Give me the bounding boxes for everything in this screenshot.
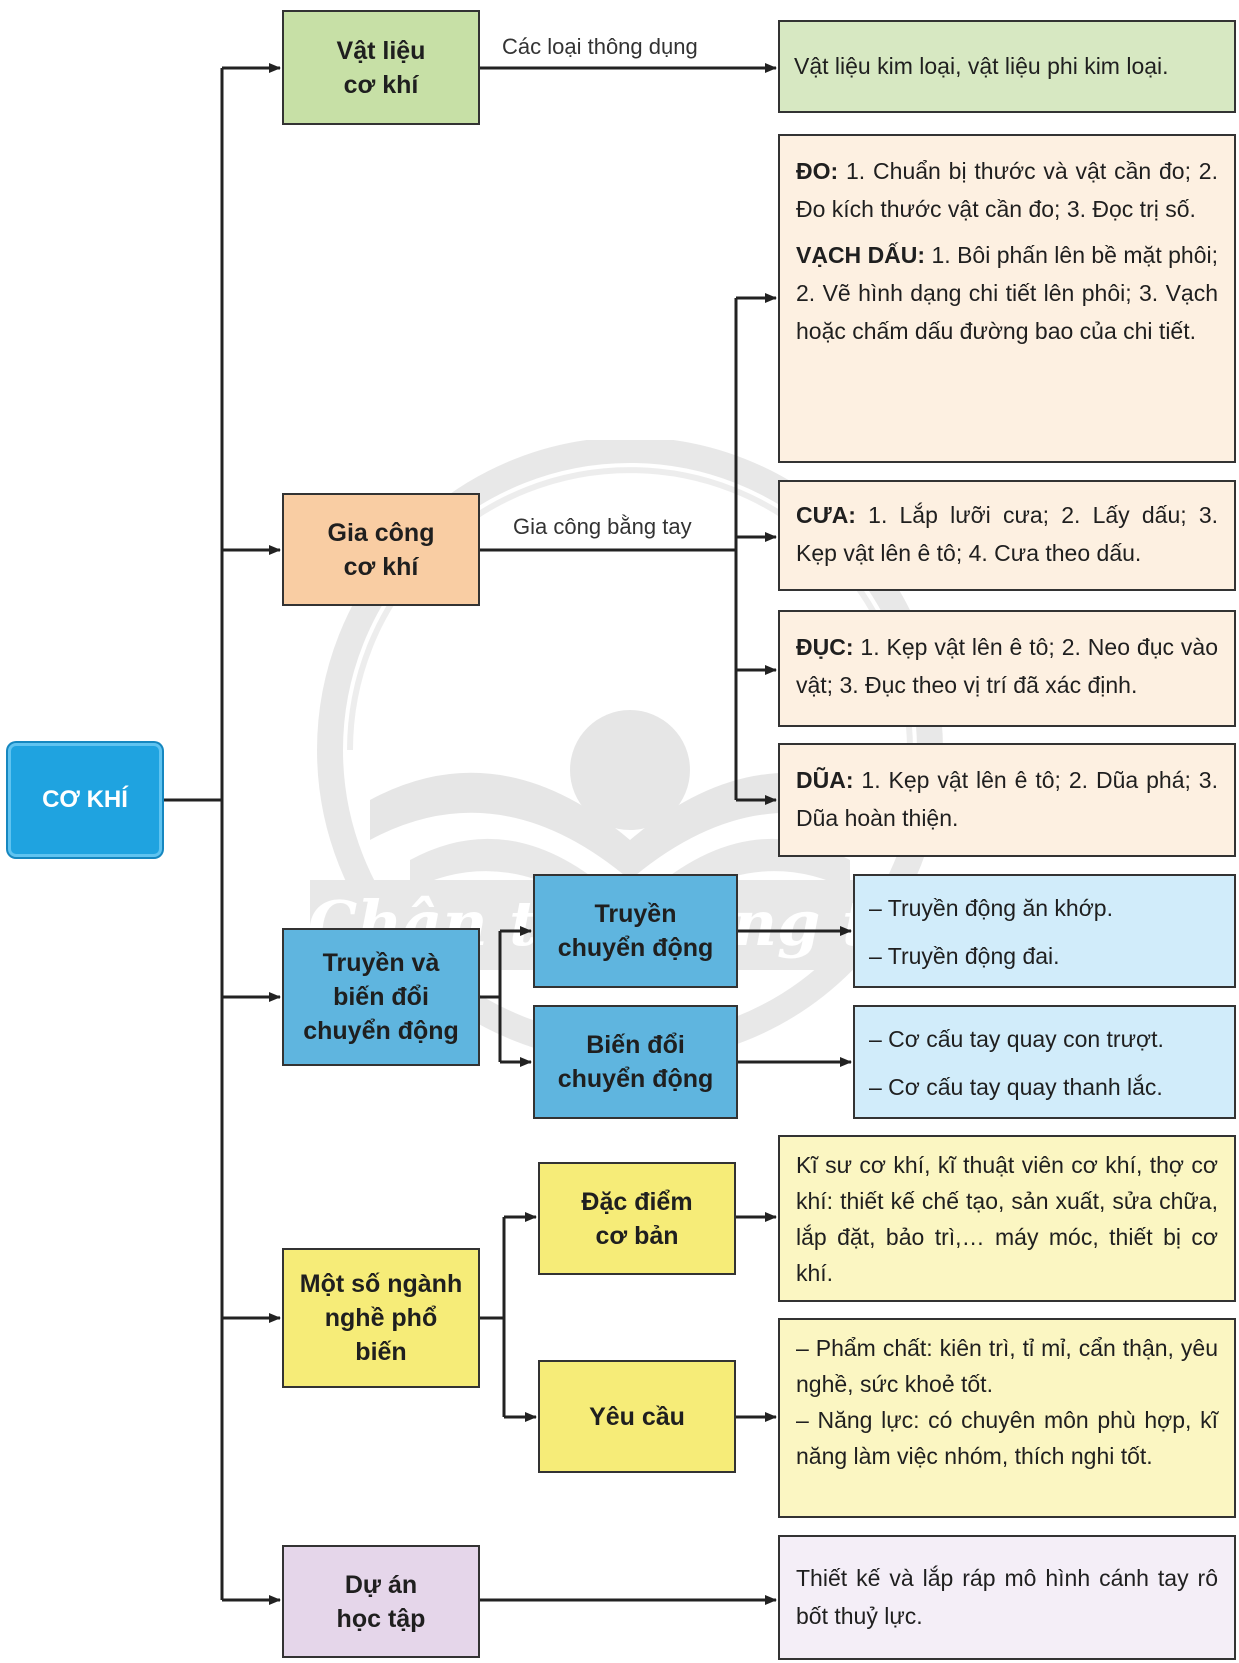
- node-truyen-chuyen-dong-title: Truyền chuyển động: [557, 900, 714, 962]
- root-label: CƠ KHÍ: [42, 786, 128, 813]
- step-vach-dau-name: VẠCH DẤU:: [796, 242, 926, 268]
- detail-truyen-chuyen-dong: – Truyền động ăn khớp. – Truyền động đai…: [853, 874, 1236, 988]
- detail-bien-doi-line-2: – Cơ cấu tay quay thanh lắc.: [869, 1074, 1163, 1100]
- node-yeu-cau: Yêu cầu: [538, 1360, 736, 1473]
- node-truyen-va-bien-doi: Truyền và biến đổi chuyển động: [282, 928, 480, 1066]
- step-do-text: 1. Chuẩn bị thước và vật cần đo; 2. Đo k…: [796, 158, 1218, 222]
- node-bien-doi-chuyen-dong: Biến đổi chuyển động: [533, 1005, 738, 1119]
- root-node: CƠ KHÍ: [8, 743, 162, 857]
- detail-yeu-cau: – Phẩm chất: kiên trì, tỉ mỉ, cẩn thận, …: [778, 1318, 1236, 1518]
- step-duc-name: ĐỤC:: [796, 634, 854, 660]
- node-gia-cong-co-khi: Gia công cơ khí: [282, 493, 480, 606]
- step-do: ĐO: 1. Chuẩn bị thước và vật cần đo; 2. …: [796, 152, 1218, 228]
- step-duc-text: 1. Kẹp vật lên ê tô; 2. Neo đục vào vật;…: [796, 634, 1218, 698]
- detail-truyen-line-2: – Truyền động đai.: [869, 943, 1060, 969]
- detail-dua: DŨA: 1. Kẹp vật lên ê tô; 2. Dũa phá; 3.…: [778, 743, 1236, 857]
- edge-label-gia-cong-bang-tay: Gia công bằng tay: [513, 514, 692, 539]
- detail-duc: ĐỤC: 1. Kẹp vật lên ê tô; 2. Neo đục vào…: [778, 610, 1236, 727]
- detail-vat-lieu-text: Vật liệu kim loại, vật liệu phi kim loại…: [794, 53, 1169, 79]
- detail-yeu-cau-line-1: – Phẩm chất: kiên trì, tỉ mỉ, cẩn thận, …: [796, 1335, 1218, 1397]
- node-du-an-title: Dự án học tập: [336, 1570, 426, 1633]
- detail-truyen-line-1: – Truyền động ăn khớp.: [869, 895, 1113, 921]
- node-bien-doi-chuyen-dong-title: Biến đổi chuyển động: [557, 1031, 714, 1093]
- detail-du-an: Thiết kế và lắp ráp mô hình cánh tay rô …: [778, 1535, 1236, 1660]
- step-dua-name: DŨA:: [796, 767, 854, 793]
- detail-dac-diem: Kĩ sư cơ khí, kĩ thuật viên cơ khí, thợ …: [778, 1135, 1236, 1302]
- step-cua-name: CƯA:: [796, 502, 856, 528]
- node-gia-cong-title: Gia công cơ khí: [327, 518, 435, 581]
- detail-bien-doi-line-1: – Cơ cấu tay quay con trượt.: [869, 1026, 1164, 1052]
- node-nganh-nghe-title: Một số ngành nghề phổ biến: [299, 1270, 463, 1366]
- node-vat-lieu-co-khi: Vật liệu cơ khí: [282, 10, 480, 125]
- detail-yeu-cau-line-2: – Năng lực: có chuyên môn phù hợp, kĩ nă…: [796, 1407, 1218, 1469]
- detail-cua: CƯA: 1. Lắp lưỡi cưa; 2. Lấy dấu; 3. Kẹp…: [778, 480, 1236, 591]
- node-vat-lieu-title: Vật liệu cơ khí: [336, 36, 426, 99]
- node-truyen-title: Truyền và biến đổi chuyển động: [303, 949, 459, 1045]
- step-vach-dau-text: 1. Bôi phấn lên bề mặt phôi; 2. Vẽ hình …: [796, 242, 1218, 344]
- detail-dac-diem-text: Kĩ sư cơ khí, kĩ thuật viên cơ khí, thợ …: [796, 1152, 1218, 1286]
- step-dua-text: 1. Kẹp vật lên ê tô; 2. Dũa phá; 3. Dũa …: [796, 767, 1218, 831]
- node-yeu-cau-title: Yêu cầu: [589, 1402, 685, 1431]
- node-dac-diem-co-ban: Đặc điểm cơ bản: [538, 1162, 736, 1275]
- detail-bien-doi-chuyen-dong: – Cơ cấu tay quay con trượt. – Cơ cấu ta…: [853, 1005, 1236, 1119]
- edge-label-cac-loai: Các loại thông dụng: [502, 34, 698, 59]
- node-truyen-chuyen-dong: Truyền chuyển động: [533, 874, 738, 988]
- detail-du-an-text: Thiết kế và lắp ráp mô hình cánh tay rô …: [796, 1565, 1218, 1629]
- detail-do-vach-dau: ĐO: 1. Chuẩn bị thước và vật cần đo; 2. …: [778, 134, 1236, 463]
- node-du-an-hoc-tap: Dự án học tập: [282, 1545, 480, 1658]
- detail-vat-lieu: Vật liệu kim loại, vật liệu phi kim loại…: [778, 20, 1236, 113]
- node-dac-diem-title: Đặc điểm cơ bản: [581, 1187, 693, 1250]
- step-vach-dau: VẠCH DẤU: 1. Bôi phấn lên bề mặt phôi; 2…: [796, 236, 1218, 350]
- step-do-name: ĐO:: [796, 158, 839, 184]
- node-nganh-nghe: Một số ngành nghề phổ biến: [282, 1248, 480, 1388]
- step-cua-text: 1. Lắp lưỡi cưa; 2. Lấy dấu; 3. Kẹp vật …: [796, 502, 1218, 566]
